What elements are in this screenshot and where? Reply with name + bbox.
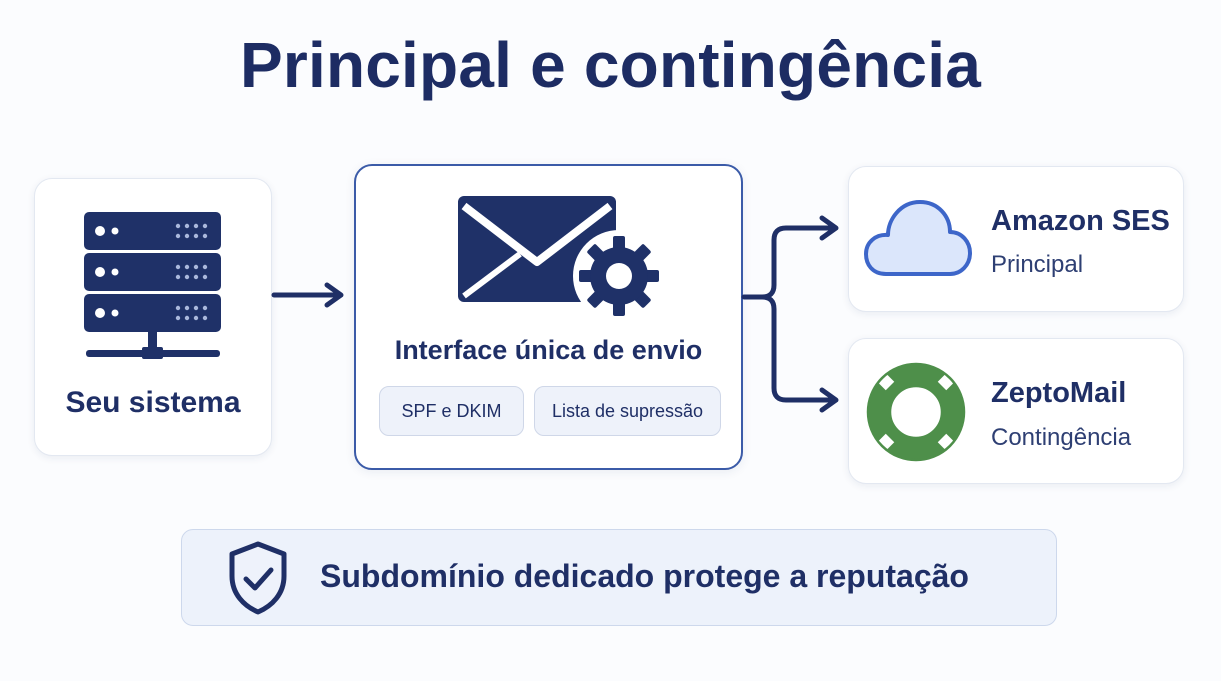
reputation-banner — [181, 529, 1057, 626]
provider-name-zeptomail: ZeptoMail — [991, 377, 1127, 409]
system-label: Seu sistema — [65, 386, 241, 419]
server-icon — [84, 212, 221, 359]
interface-label: Interface única de envio — [394, 335, 703, 365]
branch-arrows — [741, 215, 839, 413]
provider-role-principal: Principal — [991, 251, 1084, 278]
cloud-icon — [864, 200, 972, 276]
provider-name-amazon-ses: Amazon SES — [991, 205, 1170, 237]
email-settings-icon — [458, 196, 665, 322]
shield-check-icon — [229, 541, 287, 615]
page-title: Principal e contingência — [240, 29, 981, 101]
tag-spf-dkim: SPF e DKIM — [379, 386, 524, 436]
lifebuoy-icon — [866, 362, 966, 462]
arrow-system-to-interface — [271, 282, 344, 308]
tag-suppression-list: Lista de supressão — [534, 386, 721, 436]
provider-role-contingencia: Contingência — [991, 424, 1132, 451]
banner-text: Subdomínio dedicado protege a reputação — [320, 558, 969, 594]
